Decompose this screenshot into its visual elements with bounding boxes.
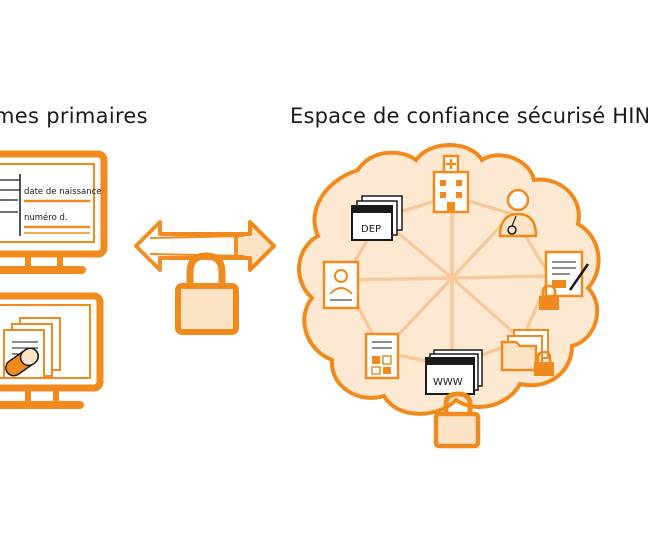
padlock-icon: [534, 350, 554, 376]
patient-file-icon: [322, 260, 360, 310]
dep-document-stack-icon: DEP: [351, 195, 403, 241]
browser-window-icon: WWW: [425, 349, 483, 395]
doctor-icon: [498, 188, 538, 238]
www-label: WWW: [433, 377, 463, 388]
dep-label: DEP: [361, 224, 381, 235]
hospital-icon: [432, 154, 470, 214]
form-field-birthdate: date de naissance: [24, 187, 102, 197]
padlock-icon: [175, 252, 239, 335]
padlock-icon: [539, 284, 559, 310]
form-field-number: numéro d.: [24, 212, 68, 223]
trust-space-title: Espace de confiance sécurisé HIN: [290, 104, 648, 128]
signed-document-icon: [544, 250, 590, 298]
padlock-icon: [433, 391, 481, 449]
bidirectional-arrow-icon: [134, 220, 276, 272]
primary-systems-title: mes primaires: [0, 104, 148, 128]
monitor-icon: [0, 292, 104, 409]
pill-icon: [5, 347, 39, 377]
qr-document-icon: [364, 332, 400, 380]
monitor-icon: date de naissance numéro d.: [0, 150, 108, 274]
